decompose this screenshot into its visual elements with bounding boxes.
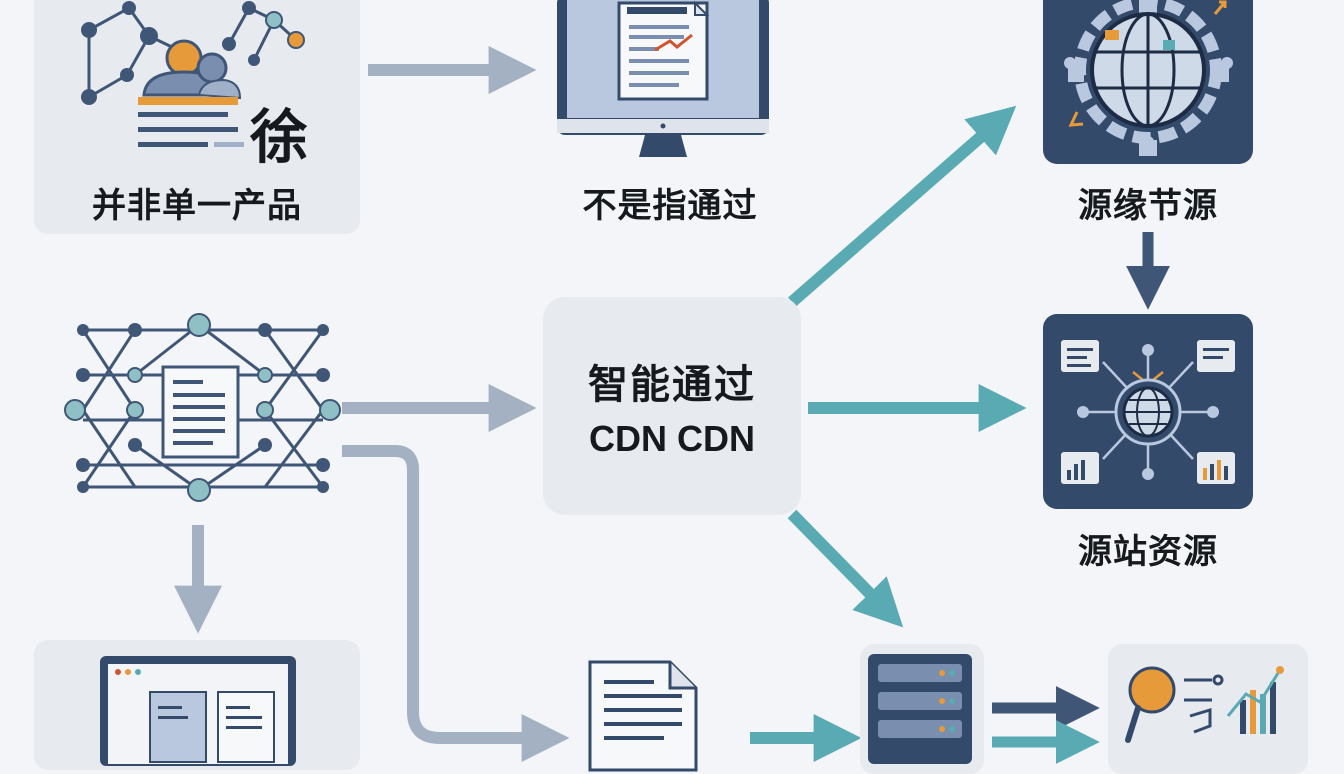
arrow-network-to-document <box>342 445 570 762</box>
center-subtitle: CDN CDN <box>589 418 755 459</box>
globe-hub-icon <box>1061 340 1235 484</box>
people-network-icon <box>81 1 305 147</box>
document-icon <box>588 660 698 772</box>
server-icon <box>868 654 972 764</box>
arrows-layer <box>174 46 1170 764</box>
globe-gear-icon <box>1064 0 1233 156</box>
document-network-icon <box>64 313 341 502</box>
top-left-glyph: 徐 <box>250 103 310 171</box>
top-left-label: 并非单一产品 <box>92 186 302 226</box>
monitor-files-icon <box>100 656 296 766</box>
monitor-document-icon <box>557 0 769 157</box>
top-middle-label: 不是指通过 <box>582 186 758 226</box>
arrow-center-to-server <box>787 509 904 628</box>
top-right-label: 源缘节源 <box>1078 186 1218 226</box>
center-title: 智能通过 <box>588 362 756 408</box>
center-card: 智能通过 CDN CDN <box>543 297 801 515</box>
middle-right-label: 源站资源 <box>1078 532 1218 572</box>
arrow-center-to-globe <box>788 105 1017 307</box>
tools-chart-icon <box>1125 666 1284 743</box>
